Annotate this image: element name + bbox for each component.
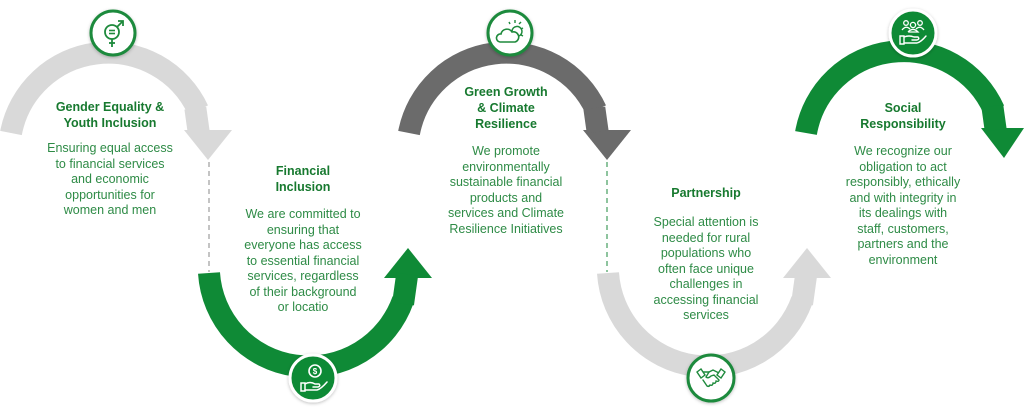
desc-line: services	[683, 308, 729, 322]
desc-line: needed for rural	[661, 230, 751, 245]
desc-line: We are committed to	[245, 207, 361, 221]
step-description: Ensuring equal access to financial servi…	[20, 141, 200, 219]
desc-line: products and	[469, 190, 543, 205]
hand-coin-icon: $	[288, 353, 338, 403]
title-line: Resilience	[475, 117, 537, 131]
desc-line: We recognize our	[854, 144, 952, 158]
desc-line: environment	[868, 252, 938, 267]
title-line: Gender Equality &	[55, 100, 165, 114]
desc-line: and with integrity in	[849, 190, 957, 205]
step-financial-inclusion: Financial Inclusion We are committed to …	[218, 163, 388, 316]
title-line: Financial	[275, 164, 331, 178]
title-line: Inclusion	[275, 180, 331, 194]
svg-text:$: $	[313, 367, 318, 376]
desc-line: opportunities for	[65, 187, 155, 202]
desc-line: Ensuring equal access	[47, 141, 173, 155]
step-description: We recognize our obligation to act respo…	[818, 144, 988, 268]
desc-line: of their background	[249, 284, 357, 299]
desc-line: or locatio	[277, 300, 329, 314]
desc-line: often face unique	[658, 261, 754, 276]
people-hand-icon	[888, 8, 938, 58]
desc-line: services, regardless	[247, 269, 359, 283]
arc-green-growth	[398, 41, 631, 160]
desc-line: accessing financial	[653, 292, 759, 307]
title-line: & Climate	[477, 101, 535, 115]
step-title: Green Growth & Climate Resilience	[420, 84, 592, 132]
title-line: Youth Inclusion	[63, 116, 157, 130]
step-gender-equality: Gender Equality & Youth Inclusion Ensuri…	[20, 99, 200, 219]
handshake-icon	[686, 353, 736, 403]
desc-line: Resilience Initiatives	[449, 221, 563, 236]
desc-line: challenges in	[669, 277, 743, 291]
title-line: Green Growth	[464, 85, 548, 99]
desc-line: partners and the	[857, 237, 949, 251]
desc-line: and economic	[71, 172, 149, 186]
step-partnership: Partnership Special attention is needed …	[620, 185, 792, 324]
step-green-growth: Green Growth & Climate Resilience We pro…	[420, 84, 592, 237]
step-description: We are committed to ensuring that everyo…	[218, 207, 388, 316]
desc-line: to financial services	[55, 156, 165, 171]
desc-line: its dealings with	[858, 206, 948, 220]
step-title: Partnership	[620, 185, 792, 201]
step-title: Social Responsibility	[818, 100, 988, 132]
desc-line: Special attention is	[653, 215, 759, 229]
step-title: Financial Inclusion	[218, 163, 388, 195]
arc-social-responsibility	[795, 40, 1024, 158]
desc-line: to essential financial	[246, 253, 360, 268]
title-line: Responsibility	[860, 117, 946, 131]
desc-line: services and Climate	[447, 206, 564, 220]
cloud-sun-icon	[486, 9, 534, 57]
desc-line: women and men	[63, 203, 157, 217]
step-description: We promote environmentally sustainable f…	[420, 144, 592, 237]
step-description: Special attention is needed for rural po…	[620, 215, 792, 324]
desc-line: everyone has access	[244, 238, 362, 252]
desc-line: staff, customers,	[857, 221, 949, 236]
desc-line: responsibly, ethically	[845, 175, 961, 189]
step-social-responsibility: Social Responsibility We recognize our o…	[818, 100, 988, 268]
desc-line: sustainable financial	[449, 175, 563, 189]
step-title: Gender Equality & Youth Inclusion	[20, 99, 200, 131]
desc-line: We promote	[472, 144, 540, 158]
gender-equality-icon	[89, 9, 137, 57]
arc-gender-equality	[0, 41, 232, 160]
desc-line: obligation to act	[859, 159, 947, 174]
desc-line: environmentally	[462, 159, 550, 174]
title-line: Social	[884, 101, 922, 115]
desc-line: ensuring that	[266, 222, 340, 237]
title-line: Partnership	[671, 186, 741, 200]
desc-line: populations who	[660, 246, 752, 260]
